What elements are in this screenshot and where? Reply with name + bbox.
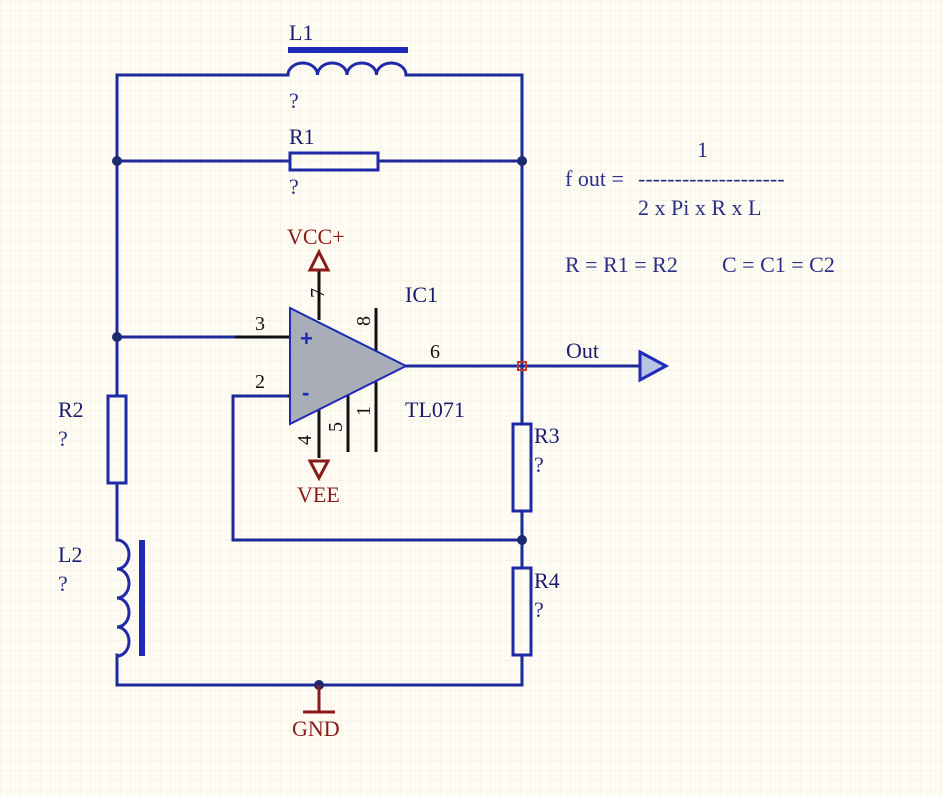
pin-number-2: 2 xyxy=(255,371,265,393)
junction-dot xyxy=(112,332,122,342)
pin-number-1: 1 xyxy=(353,406,375,416)
r3-value: ? xyxy=(534,452,544,477)
wires xyxy=(115,73,642,687)
vcc-arrow-icon xyxy=(307,248,331,272)
junction-dot xyxy=(112,156,122,166)
inductor-l2[interactable]: L2 ? xyxy=(58,538,145,658)
pin-number-6: 6 xyxy=(430,341,440,363)
l1-coil xyxy=(286,61,408,76)
output-arrow-icon xyxy=(638,349,670,383)
gnd-power-port[interactable]: GND xyxy=(292,685,340,741)
output-label: Out xyxy=(566,338,599,363)
vee-power-port[interactable]: VEE xyxy=(297,459,340,507)
ic1-ref: IC1 xyxy=(405,282,438,307)
r2-ref: R2 xyxy=(58,397,84,422)
l1-value: ? xyxy=(289,88,299,113)
pin-number-3: 3 xyxy=(255,313,265,335)
inductor-l1[interactable]: L1 ? xyxy=(286,20,408,113)
opamp-body xyxy=(289,306,409,426)
opamp-minus-sign: - xyxy=(302,380,309,405)
r2-body xyxy=(106,394,128,485)
opamp-ic1[interactable]: + - 3 2 6 7 8 5 1 4 IC1 TL071 xyxy=(235,270,465,458)
opamp-plus-sign: + xyxy=(300,326,313,351)
formula-denominator: 2 x Pi x R x L xyxy=(638,195,761,220)
ic1-part: TL071 xyxy=(405,397,465,422)
vcc-power-port[interactable]: VCC+ xyxy=(287,224,345,272)
formula-block: 1 f out = -------------------- 2 x Pi x … xyxy=(565,137,835,277)
resistor-r1[interactable]: R1 ? xyxy=(288,124,380,199)
resistor-r3[interactable]: R3 ? xyxy=(511,394,560,513)
junction-marker xyxy=(517,361,527,371)
l2-coil xyxy=(116,538,131,658)
r1-body xyxy=(288,151,380,172)
resistor-r2[interactable]: R2 ? xyxy=(58,394,128,485)
formula-c-equality: C = C1 = C2 xyxy=(722,252,835,277)
l1-ref: L1 xyxy=(289,20,313,45)
r2-value: ? xyxy=(58,426,68,451)
l2-value: ? xyxy=(58,571,68,596)
r4-ref: R4 xyxy=(534,568,560,593)
output-port[interactable]: Out xyxy=(566,338,670,383)
r3-ref: R3 xyxy=(534,423,560,448)
r4-value: ? xyxy=(534,597,544,622)
formula-numerator: 1 xyxy=(697,137,708,162)
pin-number-8: 8 xyxy=(353,316,375,326)
r4-body xyxy=(511,566,533,657)
junction-dot xyxy=(517,156,527,166)
r1-ref: R1 xyxy=(289,124,315,149)
pin-number-5: 5 xyxy=(325,422,347,432)
junction-dot xyxy=(517,535,527,545)
formula-fraction-bar: -------------------- xyxy=(638,166,785,191)
pin-number-4: 4 xyxy=(294,435,316,445)
vcc-label: VCC+ xyxy=(287,224,345,249)
gnd-label: GND xyxy=(292,716,340,741)
formula-lhs: f out = xyxy=(565,166,624,191)
vee-label: VEE xyxy=(297,482,340,507)
resistor-r4[interactable]: R4 ? xyxy=(511,566,560,657)
vee-arrow-icon xyxy=(307,459,331,482)
formula-r-equality: R = R1 = R2 xyxy=(565,252,678,277)
r1-value: ? xyxy=(289,174,299,199)
l2-ref: L2 xyxy=(58,542,82,567)
pin-number-7: 7 xyxy=(307,288,329,298)
